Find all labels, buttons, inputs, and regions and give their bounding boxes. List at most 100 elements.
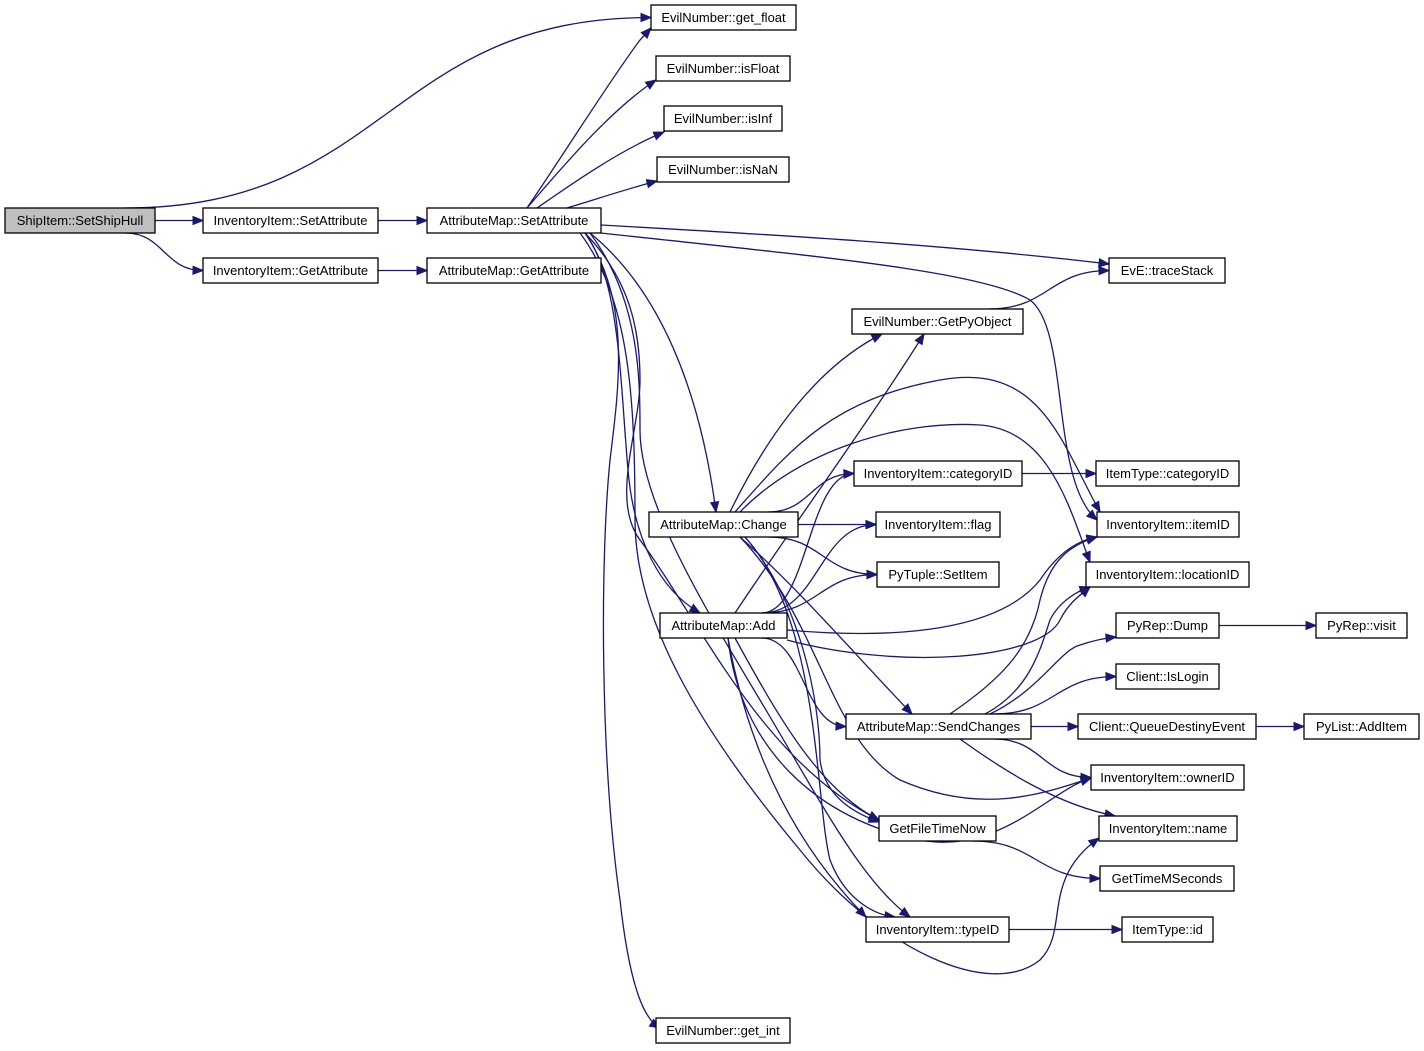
edge-arrowhead (1293, 721, 1306, 732)
edge-line (566, 180, 658, 209)
edge-shipitem-setshiphull-to-inventoryitem-setattribute (155, 215, 205, 226)
node-box (1077, 713, 1257, 740)
node-box (202, 257, 379, 284)
edge-line (734, 376, 1101, 513)
node-getfiletimenow[interactable]: GetFileTimeNow (878, 815, 997, 842)
node-label: InventoryItem::GetAttribute (213, 263, 368, 278)
edge-arrowhead (1085, 468, 1098, 479)
node-box (1115, 663, 1220, 690)
edge-arrowhead (1090, 500, 1101, 514)
edge-inventoryitem-getattribute-to-attributemap-getattribute (377, 265, 429, 276)
node-gettimemseconds[interactable]: GetTimeMSeconds (1099, 865, 1235, 892)
node-box (1096, 511, 1240, 538)
node-evilnumber-get-float[interactable]: EvilNumber::get_float (650, 4, 797, 31)
node-inventoryitem-typeid[interactable]: InventoryItem::typeID (865, 916, 1010, 943)
node-label: EvilNumber::get_float (661, 10, 786, 25)
node-box (865, 916, 1010, 943)
node-label: InventoryItem::ownerID (1100, 770, 1234, 785)
edge-line (739, 536, 1092, 800)
edge-arrowhead (1098, 258, 1111, 268)
node-inventoryitem-getattribute[interactable]: InventoryItem::GetAttribute (202, 257, 379, 284)
node-evilnumber-isfloat[interactable]: EvilNumber::isFloat (655, 55, 791, 82)
node-pyrep-dump[interactable]: PyRep::Dump (1115, 612, 1220, 639)
node-attributemap-change[interactable]: AttributeMap::Change (648, 511, 799, 538)
edge-attributemap-add-to-evilnumber-getpyobject (734, 332, 925, 614)
node-box (1121, 916, 1214, 943)
node-pyrep-visit[interactable]: PyRep::visit (1315, 612, 1408, 639)
edge-attributemap-add-to-inventoryitem-ownerid (727, 637, 1093, 843)
node-label: InventoryItem::itemID (1106, 517, 1230, 532)
edge-shipitem-setshiphull-to-inventoryitem-getattribute (124, 232, 205, 275)
edge-line (761, 523, 877, 614)
node-attributemap-sendchanges[interactable]: AttributeMap::SendChanges (845, 713, 1032, 740)
edge-line (761, 472, 855, 614)
node-label: InventoryItem::SetAttribute (214, 213, 368, 228)
node-inventoryitem-ownerid[interactable]: InventoryItem::ownerID (1090, 764, 1245, 791)
edge-attributemap-change-to-pytuple-setitem (768, 536, 879, 580)
edge-line (727, 637, 1092, 843)
node-label: InventoryItem::flag (885, 517, 992, 532)
edge-arrowhead (1089, 873, 1102, 884)
node-inventoryitem-setattribute[interactable]: InventoryItem::SetAttribute (202, 207, 379, 234)
node-label: ItemType::id (1132, 922, 1203, 937)
node-label: AttributeMap::SetAttribute (440, 213, 589, 228)
node-box (1095, 460, 1240, 487)
node-attributemap-getattribute[interactable]: AttributeMap::GetAttribute (426, 257, 602, 284)
node-inventoryitem-flag[interactable]: InventoryItem::flag (875, 511, 1001, 538)
edge-attributemap-setattribute-to-attributemap-add (584, 232, 702, 614)
node-box (1108, 257, 1226, 284)
edge-attributemap-setattribute-to-evilnumber-get-float (526, 27, 652, 209)
node-box (875, 511, 1001, 538)
node-label: InventoryItem::locationID (1096, 567, 1240, 582)
edge-arrowhead (709, 500, 720, 514)
edge-arrowhead (1087, 837, 1101, 849)
node-itemtype-categoryid[interactable]: ItemType::categoryID (1095, 460, 1240, 487)
edge-arrowhead (1098, 265, 1111, 276)
edge-attributemap-setattribute-to-eve-tracestack (600, 224, 1111, 268)
node-shipitem-setshiphull[interactable]: ShipItem::SetShipHull (4, 207, 156, 234)
edge-attributemap-setattribute-to-inventoryitem-name (579, 232, 1101, 975)
edge-line (761, 637, 847, 728)
edge-line (600, 224, 1110, 265)
node-label: AttributeMap::Add (671, 618, 775, 633)
node-client-islogin[interactable]: Client::IsLogin (1115, 663, 1220, 690)
edge-line (972, 840, 1101, 880)
edge-arrowhead (1078, 585, 1092, 595)
node-attributemap-add[interactable]: AttributeMap::Add (659, 612, 788, 639)
node-inventoryitem-locationid[interactable]: InventoryItem::locationID (1085, 561, 1250, 588)
node-evilnumber-isnan[interactable]: EvilNumber::isNaN (656, 156, 790, 183)
node-eve-tracestack[interactable]: EvE::traceStack (1108, 257, 1226, 284)
edge-arrowhead (1105, 671, 1118, 682)
node-inventoryitem-itemid[interactable]: InventoryItem::itemID (1096, 511, 1240, 538)
node-itemtype-id[interactable]: ItemType::id (1121, 916, 1214, 943)
edge-arrowhead (640, 12, 653, 23)
node-inventoryitem-categoryid[interactable]: InventoryItem::categoryID (853, 460, 1023, 487)
node-evilnumber-getpyobject[interactable]: EvilNumber::GetPyObject (851, 308, 1024, 335)
node-attributemap-setattribute[interactable]: AttributeMap::SetAttribute (426, 207, 602, 234)
node-label: InventoryItem::categoryID (864, 466, 1013, 481)
node-box (845, 713, 1032, 740)
edge-arrowhead (855, 906, 867, 918)
edge-inventoryitem-categoryid-to-itemtype-categoryid (1022, 468, 1098, 479)
node-evilnumber-isinf[interactable]: EvilNumber::isInf (663, 105, 783, 132)
edge-arrowhead (865, 520, 878, 530)
node-box (1090, 764, 1245, 791)
node-client-queuedestinyevent[interactable]: Client::QueueDestinyEvent (1077, 713, 1257, 740)
edge-attributemap-change-to-inventoryitem-categoryid (768, 468, 856, 513)
edge-attributemap-sendchanges-to-inventoryitem-ownerid (993, 738, 1093, 783)
edge-arrowhead (870, 333, 884, 343)
node-box (1085, 561, 1250, 588)
edge-line (536, 131, 665, 209)
edge-arrowhead (1305, 620, 1318, 631)
edge-line (734, 637, 880, 821)
node-inventoryitem-name[interactable]: InventoryItem::name (1098, 815, 1238, 842)
node-pytuple-setitem[interactable]: PyTuple::SetItem (876, 561, 1000, 588)
node-box (876, 561, 1000, 588)
edge-attributemap-change-to-inventoryitem-flag (798, 519, 878, 530)
node-pylist-additem[interactable]: PyList::AddItem (1303, 713, 1420, 740)
edge-attributemap-sendchanges-to-client-queuedestinyevent (1031, 721, 1080, 732)
edge-arrowhead (835, 721, 848, 731)
edge-shipitem-setshiphull-to-evilnumber-get-float (124, 12, 653, 209)
node-evilnumber-get-int[interactable]: EvilNumber::get_int (655, 1017, 791, 1044)
edge-attributemap-setattribute-to-evilnumber-isfloat (526, 79, 658, 209)
